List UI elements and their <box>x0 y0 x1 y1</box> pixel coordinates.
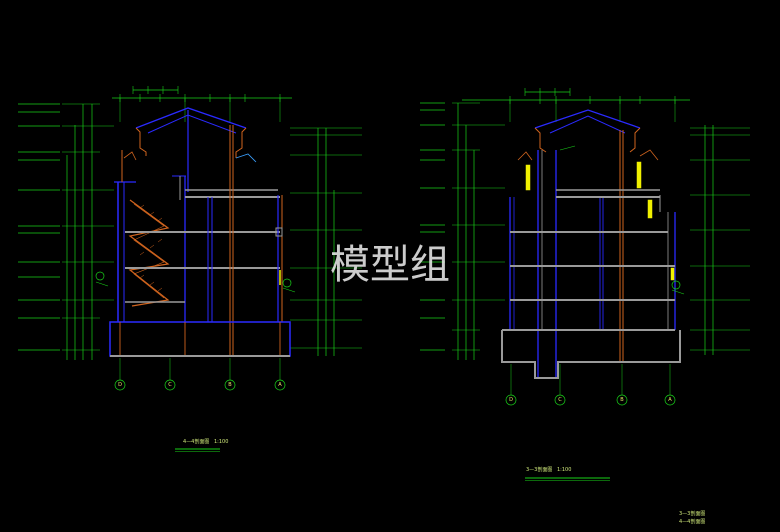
right-section-scale: 1:100 <box>557 467 571 473</box>
eave-bracket <box>235 127 247 158</box>
axis-label: D <box>509 397 513 403</box>
axis-bubble <box>114 379 126 391</box>
axis-label: B <box>228 382 232 388</box>
plant-symbol <box>95 281 109 287</box>
axis-bubble <box>274 379 286 391</box>
roof-inner-line <box>549 115 626 134</box>
drawing-index-item: 3—3剖面图 <box>679 510 705 517</box>
stair-step <box>157 287 163 292</box>
stair-step <box>149 244 155 249</box>
eave-bracket <box>517 151 533 161</box>
eave-bracket <box>629 127 641 153</box>
eave-bracket <box>235 153 257 163</box>
axis-label: C <box>558 397 562 403</box>
roof-line <box>135 107 247 129</box>
axis-bubble <box>505 394 517 406</box>
axis-label: D <box>118 382 122 388</box>
eave-bracket <box>639 149 659 161</box>
axis-bubble <box>554 394 566 406</box>
drawing-index-item: 4—4剖面图 <box>679 518 705 525</box>
basement-outline <box>109 321 291 357</box>
basement-outline <box>501 330 681 379</box>
eave-bracket <box>123 151 137 161</box>
axis-label: B <box>620 397 624 403</box>
axis-bubble <box>224 379 236 391</box>
stair-step <box>139 274 145 279</box>
axis-label: A <box>278 382 282 388</box>
section-geometry <box>18 86 750 481</box>
watermark: 模型组 <box>330 242 450 288</box>
eave-bracket <box>135 127 147 156</box>
stair-step <box>157 217 163 222</box>
stair-flight <box>128 199 170 307</box>
window-mark <box>647 199 653 219</box>
plant-symbol <box>282 287 296 293</box>
stair-step <box>139 204 145 209</box>
wall-opening <box>275 227 283 237</box>
plant-symbol <box>282 278 292 288</box>
eave-bracket <box>534 127 547 153</box>
axis-label: A <box>668 397 672 403</box>
plant-symbol <box>671 289 685 295</box>
left-section-title: 4—4剖面图 <box>183 438 209 445</box>
plant-symbol <box>671 280 681 290</box>
axis-bubble <box>164 379 176 391</box>
window-mark <box>636 161 642 189</box>
left-section-scale: 1:100 <box>214 439 228 445</box>
window-mark <box>525 164 531 191</box>
stair-flight <box>133 203 165 299</box>
axis-label: C <box>168 382 172 388</box>
window-mark <box>670 267 675 281</box>
plant-symbol <box>95 271 105 281</box>
right-section-title: 3—3剖面图 <box>526 466 552 473</box>
roof-line <box>534 109 641 129</box>
stair-step <box>149 211 155 216</box>
stair-step <box>139 251 145 256</box>
leader-line <box>559 145 576 151</box>
stair-step <box>157 238 163 243</box>
axis-bubble <box>664 394 676 406</box>
stair-step <box>149 281 155 286</box>
axis-bubble <box>616 394 628 406</box>
